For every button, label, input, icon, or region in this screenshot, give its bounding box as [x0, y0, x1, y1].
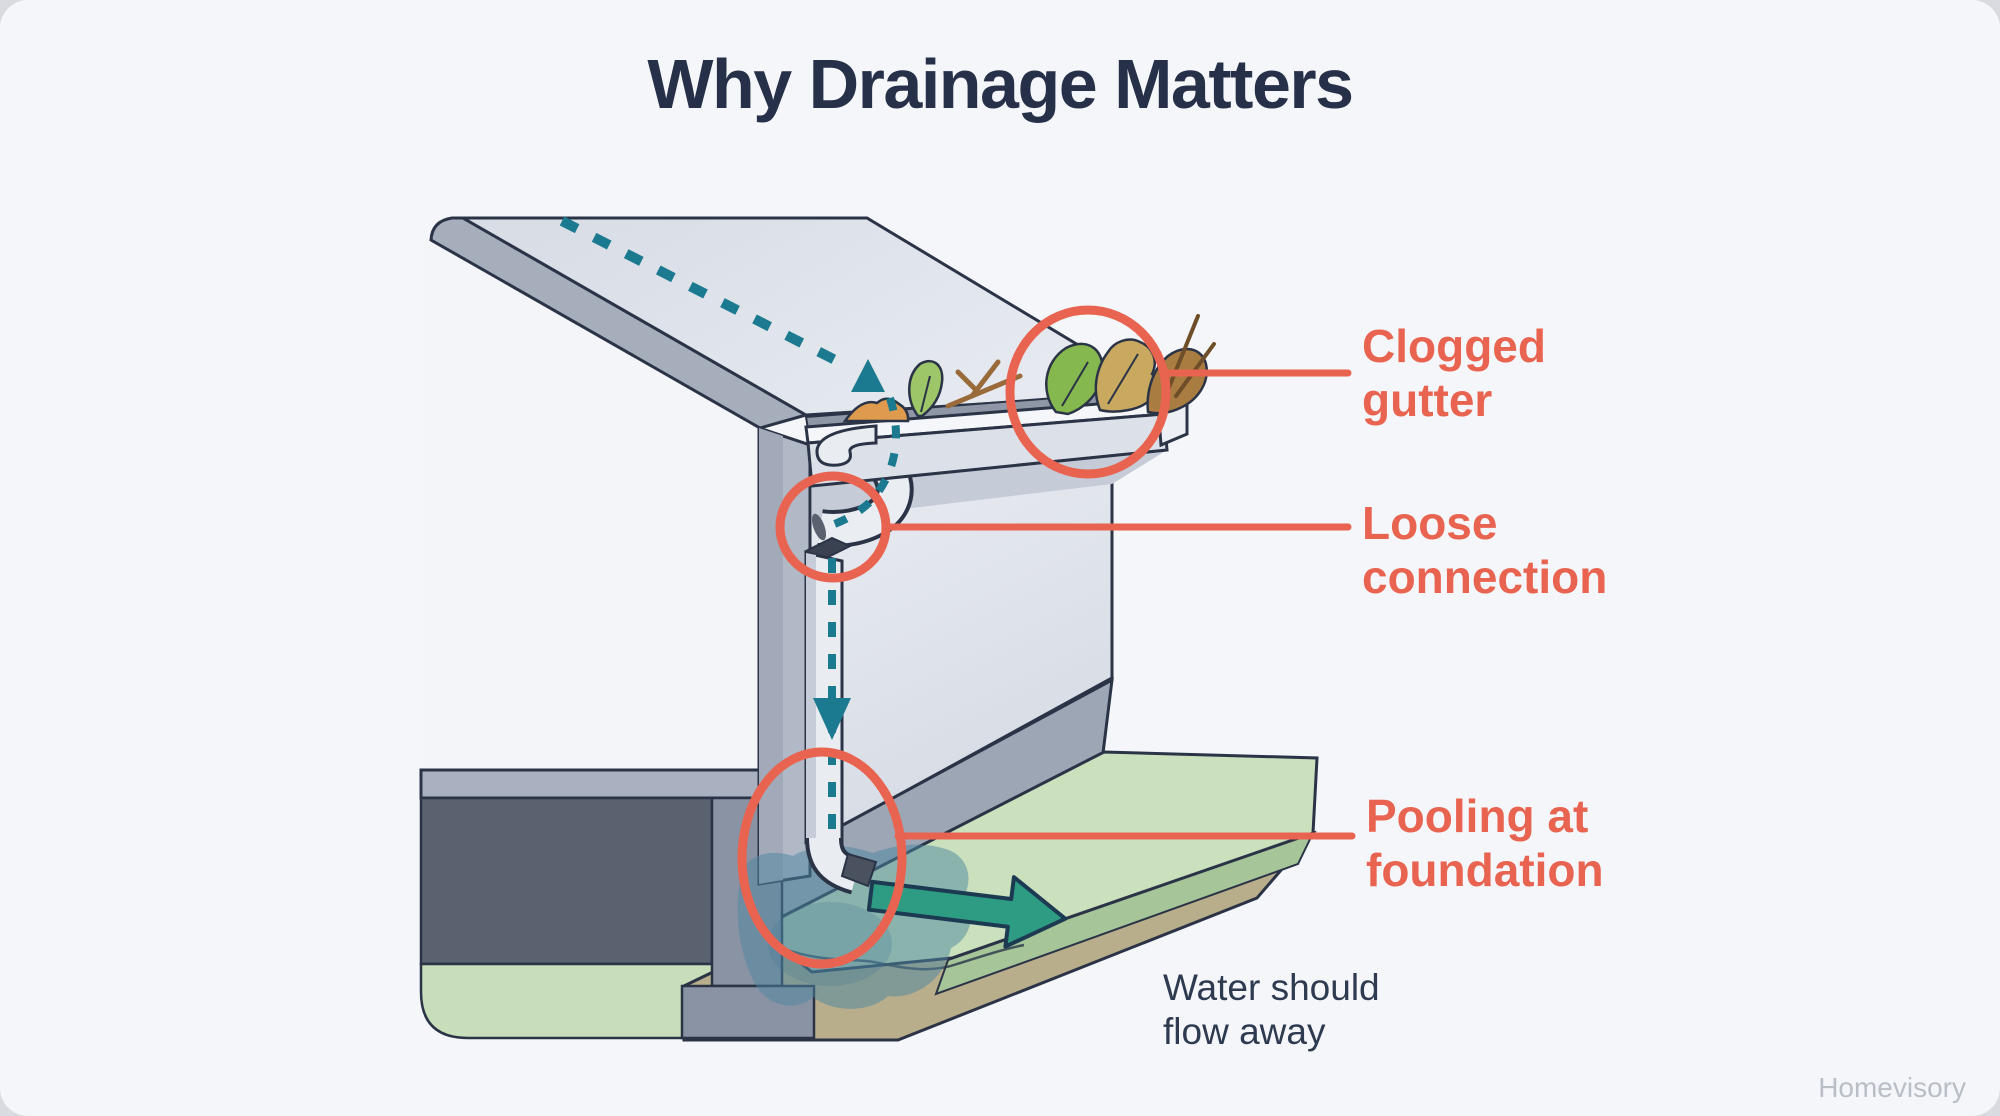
ground-left — [419, 962, 760, 1040]
roof-flow-dashes — [559, 216, 848, 370]
callout-loose-connection: Loose connection — [1362, 497, 1608, 603]
flow-away-note: Water should flow away — [1163, 967, 1380, 1052]
leaf-green-icon — [1045, 342, 1104, 416]
gable-wall — [424, 238, 759, 772]
leaf-icon — [908, 359, 944, 418]
house — [424, 216, 1163, 772]
floor-slab — [419, 768, 784, 800]
downspout-outlet — [805, 836, 878, 895]
cross-section — [419, 768, 784, 1040]
basement-interior — [419, 796, 714, 966]
page-title: Why Drainage Matters — [647, 45, 1354, 123]
gutter-flow-dashes — [824, 396, 900, 531]
circle-clogged-gutter — [1005, 305, 1171, 479]
callout-marks — [737, 305, 1356, 969]
callout-clogged-gutter: Clogged gutter — [1362, 320, 1546, 426]
flow-arrowhead-roof — [851, 359, 885, 392]
flow-arrowhead-down — [813, 698, 851, 740]
corner-post — [757, 425, 812, 886]
gutter-front — [806, 412, 1169, 488]
gutter-left-curl — [815, 424, 878, 467]
callout-pooling-foundation: Pooling at foundation — [1366, 790, 1604, 896]
circle-pooling-foundation — [737, 747, 907, 969]
watermark: Homevisory — [1818, 1072, 1966, 1103]
